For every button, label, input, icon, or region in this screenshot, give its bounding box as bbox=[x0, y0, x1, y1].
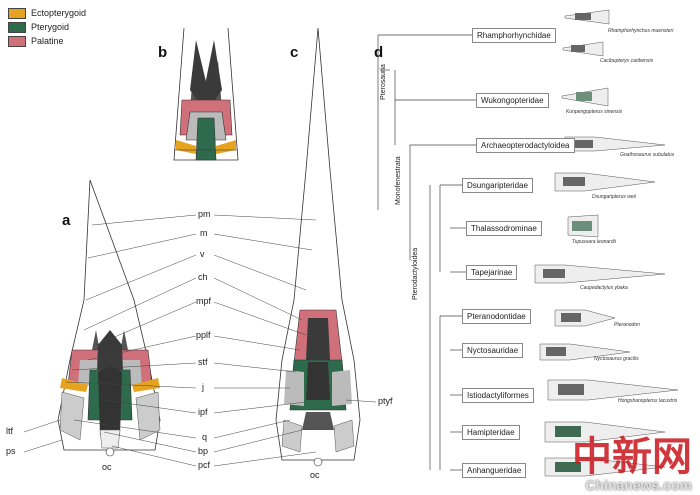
legend-swatch bbox=[8, 21, 26, 33]
legend-swatch bbox=[8, 35, 26, 47]
species-label: Gnathosaurus subulatus bbox=[620, 152, 675, 158]
anat-label-pplf: pplf bbox=[196, 330, 211, 340]
species-label: Cacibupteryx caribensis bbox=[600, 58, 654, 64]
anat-label-oc-c: oc bbox=[310, 470, 320, 480]
species-label: Dsungaripterus weii bbox=[592, 194, 636, 200]
species-label: Rhamphorhynchus muensteri bbox=[608, 28, 674, 34]
anat-label-pm: pm bbox=[198, 209, 211, 219]
watermark-en: Chinanews.com bbox=[585, 477, 692, 493]
anat-label-ptyf: ptyf bbox=[378, 396, 393, 406]
taxon-box-istiodactyliformes: Istiodactyliformes bbox=[462, 388, 534, 403]
legend-item-pterygoid: Pterygoid bbox=[8, 20, 86, 34]
anat-label-pcf: pcf bbox=[198, 460, 211, 470]
species-label: Pteranodon bbox=[614, 322, 640, 328]
clade-label-monofenestrata: Monofenestrata bbox=[395, 156, 402, 205]
skull-a bbox=[57, 179, 161, 457]
anat-label-m: m bbox=[200, 228, 208, 238]
taxon-box-wukongopteridae: Wukongopteridae bbox=[476, 93, 549, 108]
anat-label-v: v bbox=[200, 249, 205, 259]
clade-label-pterosauria: Pterosauria bbox=[380, 64, 387, 100]
anat-label-ps: ps bbox=[6, 446, 16, 456]
anat-label-mpf: mpf bbox=[196, 296, 212, 306]
taxon-box-pteranodontidae: Pteranodontidae bbox=[462, 309, 531, 324]
legend-item-ectopterygoid: Ectopterygoid bbox=[8, 6, 86, 20]
anat-label-j: j bbox=[202, 382, 204, 392]
species-label: Nyctosaurus gracilis bbox=[594, 356, 639, 362]
cladogram bbox=[377, 34, 476, 471]
panel-label-d: d bbox=[374, 44, 384, 61]
taxon-box-hamipteridae: Hamipteridae bbox=[462, 425, 520, 440]
taxon-box-tapejarinae: Tapejarinae bbox=[466, 265, 518, 280]
watermark-cn: 中新网 bbox=[572, 433, 692, 480]
anat-label-stf: stf bbox=[198, 357, 208, 367]
legend-swatch bbox=[8, 7, 26, 19]
anat-label-ipf: ipf bbox=[198, 407, 208, 417]
taxon-box-nyctosauridae: Nyctosauridae bbox=[462, 343, 524, 358]
skull-c bbox=[275, 27, 361, 467]
legend-label: Palatine bbox=[31, 36, 64, 46]
species-label: Hongshanopterus lacustris bbox=[618, 398, 678, 404]
panel-label-a: a bbox=[62, 212, 71, 229]
panel-label-b: b bbox=[158, 44, 168, 61]
anat-label-q: q bbox=[202, 432, 208, 442]
color-legend: Ectopterygoid Pterygoid Palatine bbox=[8, 6, 86, 48]
legend-label: Pterygoid bbox=[31, 22, 70, 32]
anat-label-ch: ch bbox=[198, 272, 208, 282]
clade-label-pterodactyloidea: Pterodactyloidea bbox=[412, 247, 419, 300]
panel-label-c: c bbox=[290, 44, 299, 61]
skull-b bbox=[173, 27, 239, 161]
legend-label: Ectopterygoid bbox=[31, 8, 87, 18]
legend-item-palatine: Palatine bbox=[8, 34, 86, 48]
taxon-box-thalassodrominae: Thalassodrominae bbox=[466, 221, 542, 236]
species-label: Kunpengopterus sinensis bbox=[566, 109, 623, 115]
taxon-box-archaeopterodactyloidea: Archaeopterodactyloidea bbox=[476, 138, 575, 153]
taxon-skull-sketches bbox=[534, 9, 679, 477]
taxon-box-anhangueridae: Anhangueridae bbox=[462, 463, 527, 478]
species-label: Caupedactylus ybaka bbox=[580, 285, 628, 291]
anat-label-oc-a: oc bbox=[102, 462, 112, 472]
chinanews-watermark: 中新网 Chinanews.com bbox=[572, 433, 692, 494]
anat-label-ltf: ltf bbox=[6, 426, 14, 436]
leader-lines bbox=[23, 214, 377, 467]
taxon-box-rhamphorhynchidae: Rhamphorhynchidae bbox=[472, 28, 556, 43]
anat-label-bp: bp bbox=[198, 446, 209, 456]
taxon-box-dsungaripteridae: Dsungaripteridae bbox=[462, 178, 533, 193]
species-label: Tupuxuara leonardii bbox=[572, 239, 616, 245]
